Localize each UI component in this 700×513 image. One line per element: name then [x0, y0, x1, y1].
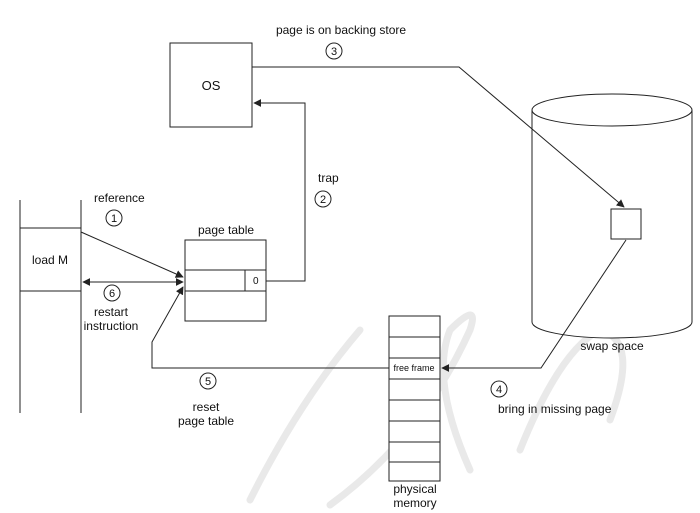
step-4: 4 bring in missing page: [490, 380, 612, 416]
step-2-number: 2: [320, 194, 326, 206]
arrow-backing-store: [252, 66, 625, 208]
load-m-label: load M: [32, 253, 68, 267]
os-box: OS: [169, 42, 253, 128]
arrow-reset-page-table: [151, 286, 389, 369]
arrow-bring-in-page: [441, 239, 627, 372]
step-4-number: 4: [496, 384, 502, 396]
page-table: page table 0: [184, 223, 267, 322]
page-table-label: page table: [198, 223, 254, 237]
arrows: [80, 66, 627, 372]
step-5-label-line-1: reset: [193, 400, 220, 414]
physical-memory-label-1: physical: [393, 482, 436, 496]
step-6-label-line-2: instruction: [84, 319, 139, 333]
step-2-label: trap: [318, 171, 339, 185]
step-1-number: 1: [111, 213, 117, 225]
step-4-label: bring in missing page: [498, 402, 612, 416]
step-6-number: 6: [109, 288, 115, 300]
arrow-reference: [80, 231, 184, 278]
free-frame-label: free frame: [393, 363, 434, 373]
step-6-label-line-1: restart: [94, 305, 129, 319]
step-1: reference 1: [94, 191, 145, 227]
step-2: trap 2: [314, 171, 339, 208]
step-1-label: reference: [94, 191, 145, 205]
valid-bit-label: 0: [253, 276, 259, 287]
step-5: 5 reset page table: [178, 372, 234, 428]
swap-space-label: swap space: [580, 339, 644, 353]
swap-space-disk: swap space: [531, 93, 693, 353]
arrow-trap: [253, 99, 306, 282]
step-3: page is on backing store 3: [276, 23, 406, 60]
step-3-label: page is on backing store: [276, 23, 406, 37]
step-5-number: 5: [205, 376, 211, 388]
physical-memory-label-2: memory: [393, 496, 436, 510]
os-label: OS: [202, 78, 221, 93]
physical-memory: free frame physical memory: [388, 315, 441, 510]
step-5-label-line-2: page table: [178, 414, 234, 428]
step-6: 6 restart instruction: [84, 284, 139, 333]
process-column: load M: [19, 200, 82, 413]
missing-page-block: [610, 208, 642, 240]
step-3-number: 3: [331, 46, 337, 58]
